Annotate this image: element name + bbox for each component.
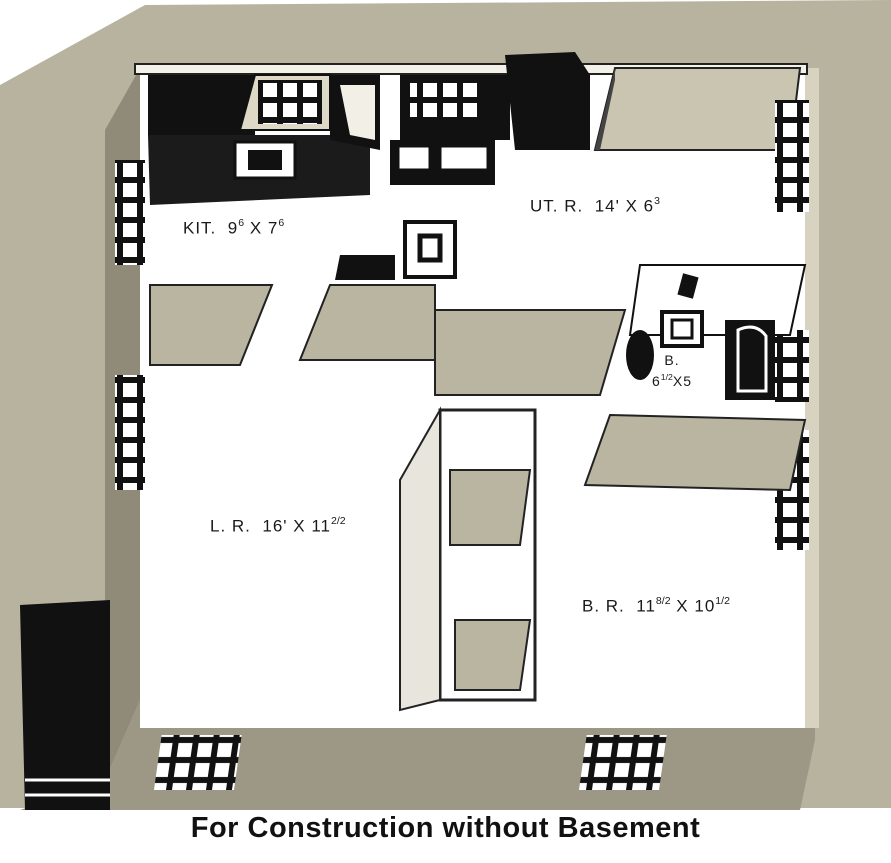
label-utility-room: UT. R. 14' X 63 (530, 195, 660, 216)
window-front-left (153, 735, 242, 790)
right-exterior-wall (805, 68, 819, 728)
chimney (403, 220, 457, 279)
utility-storage-block (593, 67, 802, 151)
front-steps (20, 600, 110, 810)
window-left-lower (115, 375, 145, 490)
closet-black (335, 255, 395, 280)
window-right-middle (775, 330, 809, 402)
wall-kitchen-living (149, 284, 274, 366)
utility-storage-side (595, 68, 615, 150)
wall-hall-long (434, 309, 627, 396)
kitchen-cabinets (148, 74, 380, 205)
floor-area (140, 68, 805, 728)
window-right-upper (775, 100, 809, 212)
page-white-bottom (0, 808, 891, 863)
window-front-right (578, 735, 667, 790)
wall-bath-bedroom (583, 413, 807, 492)
closets (399, 406, 537, 712)
caption: For Construction without Basement (190, 812, 701, 844)
window-left-upper (115, 160, 145, 265)
label-living-room: L. R. 16' X 112/2 (210, 515, 346, 536)
utility-counter (390, 52, 590, 185)
label-bedroom: B. R. 118/2 X 101/2 (582, 595, 730, 616)
rear-exterior-wall (134, 63, 808, 75)
label-kitchen: KIT. 96 X 76 (183, 217, 285, 238)
label-bath: B. 61/2X5 (652, 352, 692, 390)
bathroom-fixtures (626, 264, 807, 400)
